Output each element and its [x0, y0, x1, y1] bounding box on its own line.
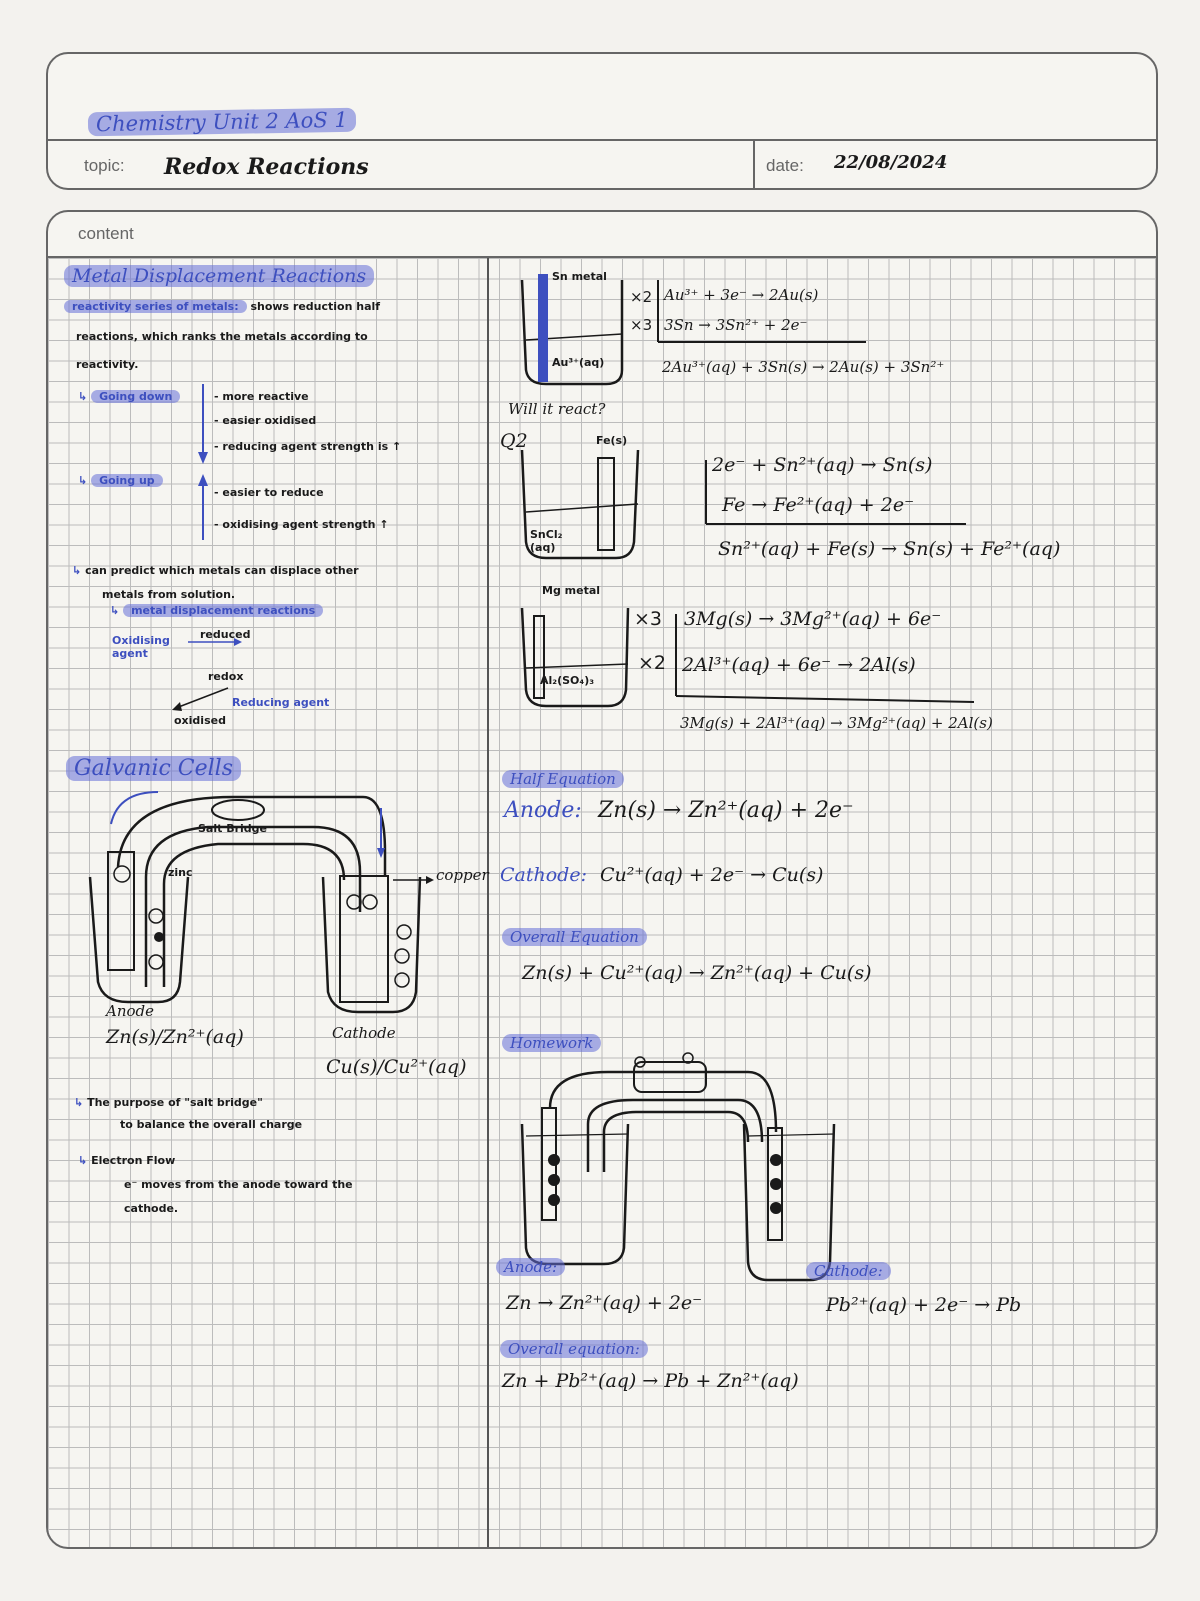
q1-half-equation-2: 3Sn → 3Sn²⁺ + 2e⁻	[664, 316, 808, 334]
grid-paper	[48, 258, 1156, 1547]
galvanic-heading: Galvanic Cells	[66, 756, 242, 781]
going-down-label: ↳ Going down	[78, 390, 181, 403]
cathode-label: Cathode	[332, 1024, 396, 1042]
homework-heading: Homework	[502, 1034, 602, 1052]
overall-equation-heading: Overall Equation	[502, 928, 647, 946]
reactivity-intro-line2: reactions, which ranks the metals accord…	[76, 330, 368, 343]
content-card: content Metal Displacement Reactions rea…	[46, 210, 1158, 1549]
q3-mg-metal: Mg metal	[542, 584, 601, 597]
zinc-label: zinc	[168, 866, 193, 879]
q3-half-equation-2: 2Al³⁺(aq) + 6e⁻ → 2Al(s)	[682, 654, 916, 676]
overall-equation: Zn(s) + Cu²⁺(aq) → Zn²⁺(aq) + Cu(s)	[522, 962, 872, 984]
electron-flow-line2: cathode.	[124, 1202, 179, 1215]
q2-fe-label: Fe(s)	[596, 434, 628, 447]
going-up-label: ↳ Going up	[78, 474, 163, 487]
q1-sn-metal: Sn metal	[552, 270, 607, 283]
half-cathode-equation: Cu²⁺(aq) + 2e⁻ → Cu(s)	[600, 864, 824, 886]
header-card: Chemistry Unit 2 AoS 1 topic: Redox Reac…	[46, 52, 1158, 190]
going-down-point-3: - reducing agent strength is ↑	[214, 440, 402, 453]
going-up-point-1: - easier to reduce	[214, 486, 324, 499]
q1-half-equation-1: Au³⁺ + 3e⁻ → 2Au(s)	[664, 286, 819, 304]
reactivity-arrows	[172, 384, 242, 711]
q3-multiplier-1: ×3	[634, 608, 663, 630]
q3-multiplier-2: ×2	[638, 652, 667, 674]
q2-half-equation-2: Fe → Fe²⁺(aq) + 2e⁻	[722, 494, 915, 516]
header-column-divider	[753, 139, 755, 188]
q1-multiplier-2: ×3	[630, 316, 653, 334]
unit-title: Chemistry Unit 2 AoS 1	[87, 107, 356, 137]
oxidising-agent-label: Oxidising agent	[112, 634, 170, 660]
content-label: content	[78, 224, 134, 243]
homework-overall-equation: Zn + Pb²⁺(aq) → Pb + Zn²⁺(aq)	[502, 1370, 799, 1392]
going-down-point-1: - more reactive	[214, 390, 309, 403]
electron-flow-label: ↳ Electron Flow	[78, 1154, 176, 1167]
homework-cathode-equation: Pb²⁺(aq) + 2e⁻ → Pb	[826, 1294, 1022, 1316]
homework-anode-equation: Zn → Zn²⁺(aq) + 2e⁻	[506, 1292, 703, 1314]
q3-solution: Al₂(SO₄)₃	[540, 674, 595, 687]
predict-line1: ↳ can predict which metals can displace …	[72, 564, 359, 577]
q2-label: Q2	[500, 430, 528, 452]
salt-bridge-purpose-sub: to balance the overall charge	[120, 1118, 303, 1131]
q3-half-equation-1: 3Mg(s) → 3Mg²⁺(aq) + 6e⁻	[684, 608, 942, 630]
q1-overall-equation: 2Au³⁺(aq) + 3Sn(s) → 2Au(s) + 3Sn²⁺	[662, 358, 945, 376]
copper-label: copper	[436, 866, 489, 884]
metal-displacement-heading: Metal Displacement Reactions	[64, 265, 375, 287]
topic-label: topic:	[84, 156, 125, 175]
cathode-couple: Cu(s)/Cu²⁺(aq)	[326, 1056, 467, 1078]
anode-couple: Zn(s)/Zn²⁺(aq)	[106, 1026, 244, 1048]
half-equation-heading: Half Equation	[502, 770, 624, 788]
going-down-point-2: - easier oxidised	[214, 414, 317, 427]
will-it-react: Will it react?	[508, 400, 606, 418]
half-anode-label: Anode:	[504, 798, 582, 823]
homework-overall-label: Overall equation:	[500, 1340, 648, 1358]
reactivity-intro-line3: reactivity.	[76, 358, 139, 371]
topic-value: Redox Reactions	[164, 154, 369, 180]
galvanic-cell-diagram	[88, 791, 434, 1014]
header-divider	[48, 139, 1156, 141]
content-divider	[48, 256, 1156, 258]
predict-line2: metals from solution.	[102, 588, 236, 601]
salt-bridge-label: Salt Bridge	[198, 822, 267, 835]
oxidised-label: oxidised	[174, 714, 226, 727]
redox-label: redox	[208, 670, 244, 683]
q1-solution: Au³⁺(aq)	[552, 356, 605, 369]
date-value: 22/08/2024	[834, 152, 948, 173]
homework-anode-label: Anode:	[496, 1258, 566, 1276]
right-column-diagrams	[520, 274, 975, 1282]
half-cathode-label: Cathode:	[500, 864, 587, 886]
q3-overall-equation: 3Mg(s) + 2Al³⁺(aq) → 3Mg²⁺(aq) + 2Al(s)	[680, 714, 993, 732]
homework-cathode-label: Cathode:	[806, 1262, 891, 1280]
predict-sub: ↳ metal displacement reactions	[110, 604, 324, 617]
reactivity-intro-line1: reactivity series of metals: shows reduc…	[64, 300, 380, 313]
q2-half-equation-1: 2e⁻ + Sn²⁺(aq) → Sn(s)	[712, 454, 933, 476]
half-anode-equation: Zn(s) → Zn²⁺(aq) + 2e⁻	[598, 798, 854, 823]
date-label: date:	[766, 156, 804, 175]
reducing-agent-label: Reducing agent	[232, 696, 330, 709]
going-up-point-2: - oxidising agent strength ↑	[214, 518, 389, 531]
q2-overall-equation: Sn²⁺(aq) + Fe(s) → Sn(s) + Fe²⁺(aq)	[718, 538, 1061, 560]
electron-flow-line1: e⁻ moves from the anode toward the	[124, 1178, 353, 1191]
q1-multiplier-1: ×2	[630, 288, 653, 306]
reduced-label: reduced	[200, 628, 251, 641]
q2-solution: SnCl₂ (aq)	[530, 528, 563, 554]
column-divider	[487, 258, 489, 1547]
salt-bridge-purpose: ↳ The purpose of "salt bridge"	[74, 1096, 263, 1109]
anode-label: Anode	[106, 1002, 155, 1020]
